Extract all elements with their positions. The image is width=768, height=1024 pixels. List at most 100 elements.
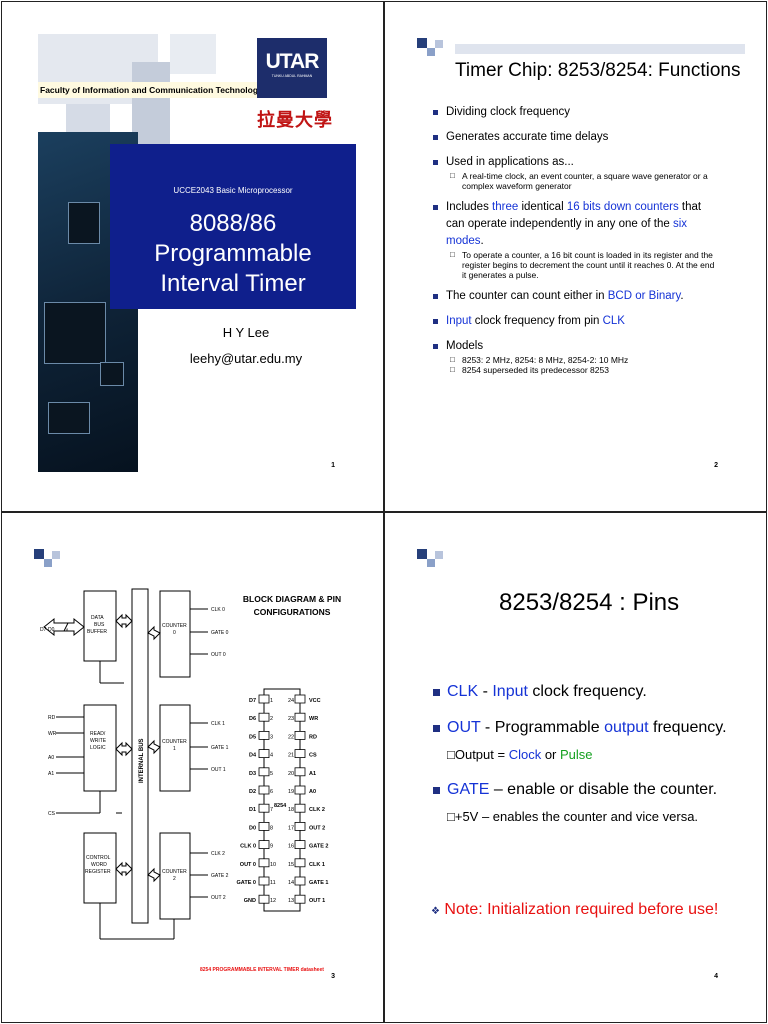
pin-number: 3 xyxy=(270,734,273,740)
text-run: . xyxy=(680,290,684,302)
pin-box xyxy=(258,858,270,868)
internal-bus-label: INTERNAL BUS xyxy=(139,738,145,783)
highlight-input: Input xyxy=(446,315,472,327)
page-number: 4 xyxy=(714,973,718,980)
pin-name-left: GATE 0 xyxy=(237,880,256,886)
pin-list: CLK - Input clock frequency. OUT - Progr… xyxy=(429,681,739,841)
pin-item-gate: GATE – enable or disable the counter. xyxy=(429,779,739,801)
bus-width-label: 8 xyxy=(66,627,69,632)
page-number: 1 xyxy=(331,462,335,469)
pin-box xyxy=(258,730,270,740)
pin-box xyxy=(294,894,306,904)
counter1-box xyxy=(159,704,191,792)
pulse-term: Pulse xyxy=(560,747,593,762)
pin-name-right: RD xyxy=(309,734,317,740)
pin-number: 12 xyxy=(270,898,276,904)
input-term: Input xyxy=(492,683,528,700)
author-email: leehy@utar.edu.my xyxy=(189,351,303,366)
chip-body xyxy=(263,688,301,912)
pin-name-left: D4 xyxy=(249,753,257,759)
slide-2: Timer Chip: 8253/8254: Functions Dividin… xyxy=(384,1,767,512)
pin-number: 20 xyxy=(288,771,294,777)
pin-item-out: OUT - Programmable output frequency. xyxy=(429,717,739,739)
pin-name-right: CLK 1 xyxy=(309,862,325,868)
pin-box xyxy=(294,712,306,722)
pin-name-right: CS xyxy=(309,753,317,759)
pin-box xyxy=(294,785,306,795)
bullet-item: Includes three identical 16 bits down co… xyxy=(429,199,719,280)
pin-number: 2 xyxy=(270,716,273,722)
pin-name-left: GND xyxy=(244,898,256,904)
university-chinese-name: 拉曼大學 xyxy=(257,110,333,131)
note: ❖ Note: Initialization required before u… xyxy=(431,901,718,919)
title-line-2: Interval Timer xyxy=(160,270,306,297)
highlight-three: three xyxy=(492,201,519,213)
pin-number: 24 xyxy=(288,698,294,704)
note-text: Note: Initialization required before use… xyxy=(444,901,719,918)
bullet-text: Models xyxy=(446,340,484,352)
pin-box xyxy=(258,840,270,850)
out-term: OUT xyxy=(447,719,481,736)
cs-label: CS xyxy=(48,811,56,817)
clk-term: CLK xyxy=(447,683,479,700)
pin-box xyxy=(294,767,306,777)
pin-name-right: VCC xyxy=(309,698,321,704)
a1-label: A1 xyxy=(48,771,54,777)
pin-box xyxy=(294,730,306,740)
pin-box xyxy=(294,803,306,813)
pin-number: 9 xyxy=(270,844,273,850)
text-run: or xyxy=(541,747,561,762)
pin-number: 4 xyxy=(270,753,273,759)
bus-arrow xyxy=(147,625,161,641)
decor-square xyxy=(132,62,170,144)
slide-title: Timer Chip: 8253/8254: Functions xyxy=(455,60,741,81)
highlight-bcd: BCD or Binary xyxy=(607,290,681,302)
text-run: identical xyxy=(518,201,567,213)
author-name: H Y Lee xyxy=(222,325,270,340)
out2-label: OUT 2 xyxy=(211,895,226,901)
utar-logo: UTAR TUNKU ABDUL RAHMAN xyxy=(257,38,327,98)
pin-box xyxy=(294,694,306,704)
pin-number: 14 xyxy=(288,880,294,886)
pin-name-right: WR xyxy=(309,716,318,722)
clock-term: Clock xyxy=(508,747,542,762)
rw-logic-box xyxy=(83,704,117,792)
wr-label: WR xyxy=(48,731,57,737)
counter0-box xyxy=(159,590,191,678)
slide-4: 8253/8254 : Pins CLK - Input clock frequ… xyxy=(384,512,767,1023)
page-number: 3 xyxy=(331,973,335,980)
highlight-six-modes: six modes xyxy=(446,218,688,247)
pin-box xyxy=(258,803,270,813)
pin-name-left: D2 xyxy=(249,789,256,795)
pin-name-right: GATE 1 xyxy=(309,880,328,886)
pin-number: 13 xyxy=(288,898,294,904)
bus-arrow xyxy=(115,861,133,877)
pin-box xyxy=(258,821,270,831)
bullet-list: Dividing clock frequency Generates accur… xyxy=(429,104,719,383)
bullet-item: Input clock frequency from pin CLK xyxy=(429,313,719,330)
title-line-1: 8088/86 Programmable xyxy=(154,210,312,267)
text-run: frequency. xyxy=(648,719,727,736)
bullet-item: Used in applications as... A real-time c… xyxy=(429,154,719,191)
pin-box xyxy=(258,712,270,722)
pin-number: 15 xyxy=(288,862,294,868)
pin-name-left: OUT 0 xyxy=(240,862,256,868)
internal-bus xyxy=(131,588,149,924)
title-box: UCCE2043 Basic Microprocessor 8088/86 Pr… xyxy=(110,144,356,309)
highlight-16bit: 16 bits down counters xyxy=(566,201,679,213)
pin-box xyxy=(258,694,270,704)
pin-box xyxy=(294,876,306,886)
pin-item-clk: CLK - Input clock frequency. xyxy=(429,681,739,703)
pin-name-left: CLK 0 xyxy=(240,844,256,850)
pin-number: 1 xyxy=(270,698,273,704)
pin-box xyxy=(258,894,270,904)
sub-bullet: To operate a counter, a 16 bit count is … xyxy=(450,250,719,280)
pin-name-left: D6 xyxy=(249,716,256,722)
pin-number: 11 xyxy=(270,880,276,886)
text-run: – enable or disable the counter. xyxy=(489,781,718,798)
pin-name-right: A1 xyxy=(309,771,316,777)
